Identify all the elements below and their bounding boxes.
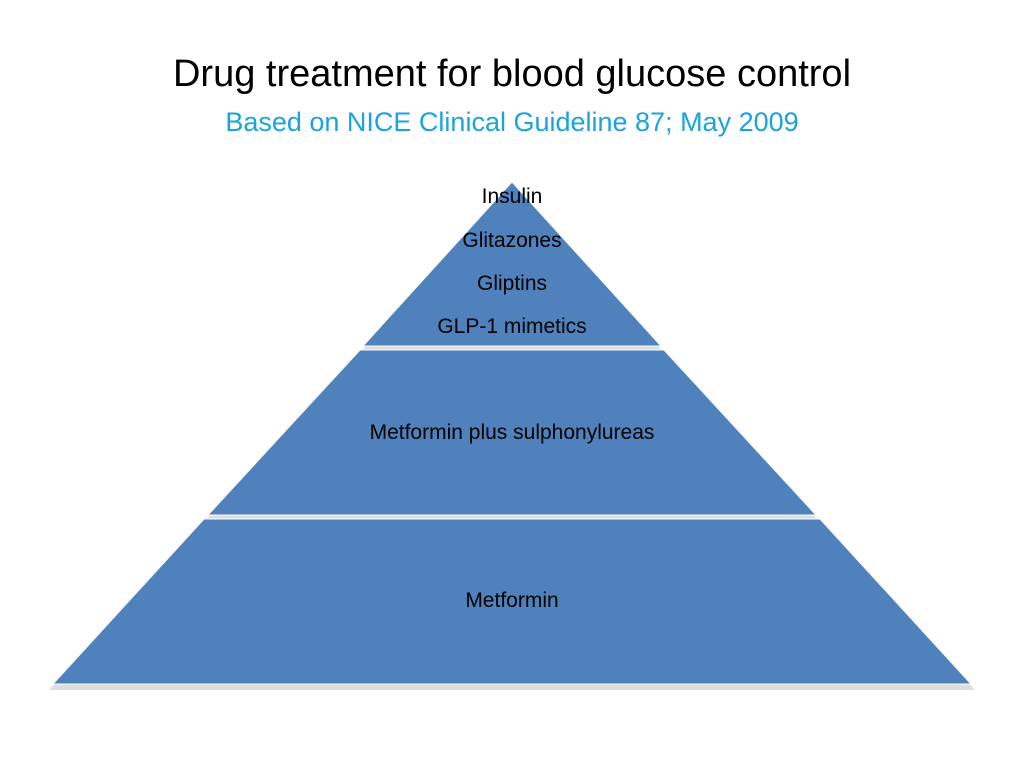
- slide-title: Drug treatment for blood glucose control: [172, 53, 852, 95]
- pyramid-top-item-insulin: Insulin: [481, 185, 543, 208]
- pyramid-base-label: Metformin: [465, 589, 559, 612]
- pyramid-top-item-gliptins: Gliptins: [476, 272, 548, 295]
- slide-subtitle: Based on NICE Clinical Guideline 87; May…: [225, 107, 799, 137]
- pyramid-tier-middle: [206, 349, 818, 516]
- pyramid-tier-top: [361, 181, 663, 347]
- pyramid-top-item-glp1: GLP-1 mimetics: [437, 315, 587, 338]
- pyramid-tier-base: [51, 518, 973, 685]
- pyramid-top-item-glitazones: Glitazones: [462, 229, 562, 252]
- pyramid-middle-label: Metformin plus sulphonylureas: [369, 421, 655, 444]
